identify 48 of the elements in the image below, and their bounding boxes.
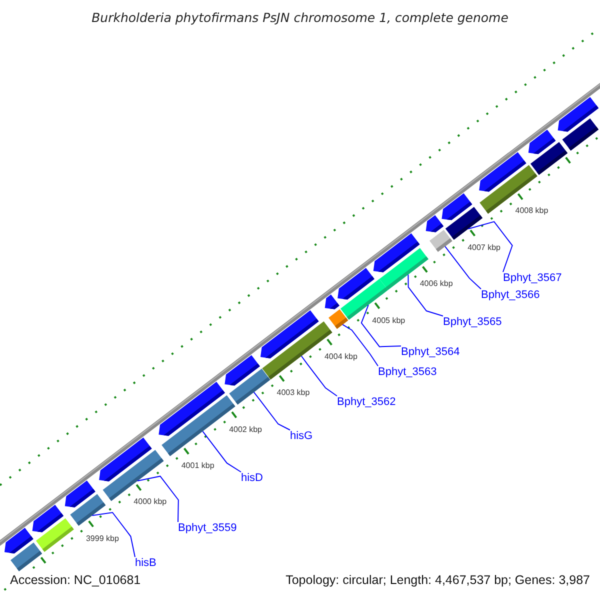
forward-gene-block	[4, 528, 34, 554]
forward-gene-block	[224, 355, 260, 386]
gene-label: Bphyt_3563	[378, 366, 437, 379]
genome-info-text: Topology: circular; Length: 4,467,537 bp; Genes: 3,987	[284, 573, 592, 588]
leader-line	[468, 221, 513, 272]
scale-label: 4003 kbp	[276, 388, 310, 398]
scale-label: 4002 kbp	[229, 424, 262, 435]
gene-label: Bphyt_3559	[178, 522, 237, 535]
leader-line	[342, 324, 378, 366]
leader-line	[300, 356, 338, 396]
scale-label: 4007 kbp	[468, 242, 500, 253]
leader-line	[253, 392, 290, 430]
gene-label: Bphyt_3567	[503, 272, 562, 285]
gene-label: Bphyt_3564	[401, 346, 460, 359]
forward-gene-block	[338, 268, 374, 300]
forward-gene-block	[32, 504, 64, 532]
gene-label: hisG	[290, 430, 313, 443]
scale-label: 3999 kbp	[86, 534, 119, 544]
forward-gene-block	[373, 233, 420, 272]
forward-gene-block	[442, 193, 472, 220]
scale-label: 4004 kbp	[324, 352, 358, 362]
scale-label: 4001 kbp	[181, 460, 214, 471]
gene-label: Bphyt_3566	[481, 289, 540, 302]
forward-gene-block	[158, 382, 225, 436]
forward-gene-block	[426, 215, 444, 232]
gene-label: Bphyt_3562	[337, 396, 396, 409]
forward-gene-block	[260, 310, 319, 358]
leader-line	[360, 304, 402, 348]
forward-gene-block	[558, 96, 599, 132]
forward-gene-block	[99, 438, 152, 482]
scale-label: 4008 kbp	[515, 206, 548, 216]
leader-line	[408, 274, 444, 316]
gene-label: hisB	[135, 557, 156, 570]
scale-label: 4006 kbp	[420, 279, 453, 290]
leader-line	[137, 476, 179, 522]
forward-gene-block	[64, 480, 96, 508]
gene-label: hisD	[241, 472, 264, 485]
scale-label: 4000 kbp	[134, 497, 167, 508]
leader-line	[92, 512, 136, 558]
diagram-title: Burkholderia phytofirmans PsJN chromosome 1, complete genome	[90, 10, 510, 25]
genome-info-text: Accession: NC_010681	[8, 573, 143, 588]
leader-line	[202, 430, 242, 472]
forward-gene-block	[324, 294, 340, 310]
scale-label: 4005 kbp	[372, 316, 406, 326]
forward-gene-block	[528, 130, 556, 154]
gene-label: Bphyt_3565	[443, 316, 502, 329]
forward-gene-block	[479, 152, 526, 192]
leader-line	[444, 246, 482, 290]
